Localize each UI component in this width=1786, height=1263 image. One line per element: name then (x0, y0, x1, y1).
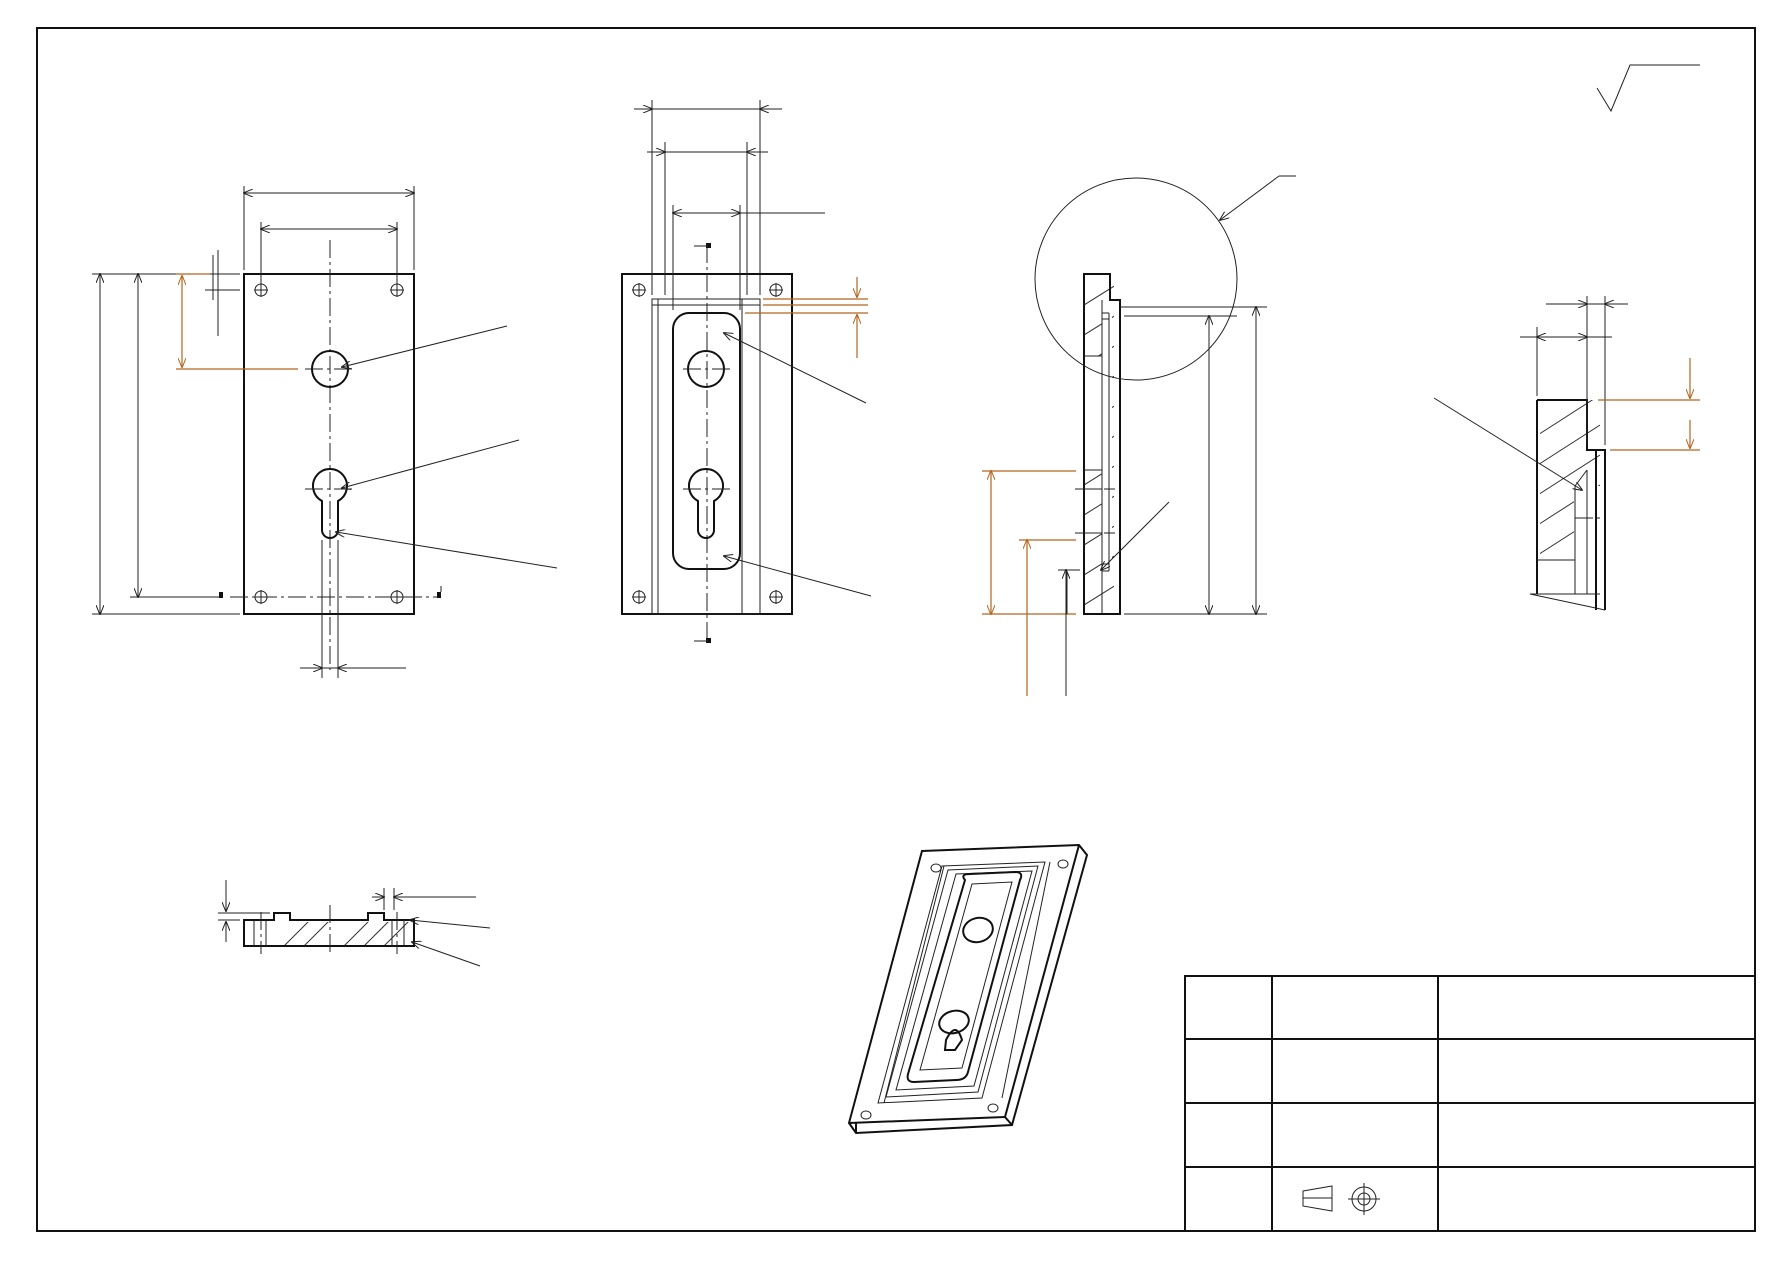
front-view (92, 186, 558, 678)
bottom-section-view (218, 880, 491, 967)
mounting-hole (769, 590, 783, 604)
mounting-hole (390, 590, 404, 604)
title-block (1184, 975, 1756, 1232)
mounting-hole (632, 283, 646, 297)
mounting-hole (254, 283, 268, 297)
sheet-border (36, 27, 1756, 1232)
mounting-hole (632, 590, 646, 604)
first-angle-projection-icon (1302, 1183, 1380, 1215)
detail-view (1433, 296, 1700, 611)
mounting-hole (769, 283, 783, 297)
isometric-view (847, 843, 1089, 1135)
mounting-hole (254, 590, 268, 604)
side-section-view (982, 175, 1296, 696)
detail-circle (1034, 177, 1238, 381)
surface-roughness-icon (1596, 64, 1700, 113)
mounting-hole (390, 283, 404, 297)
section-view (621, 100, 872, 643)
